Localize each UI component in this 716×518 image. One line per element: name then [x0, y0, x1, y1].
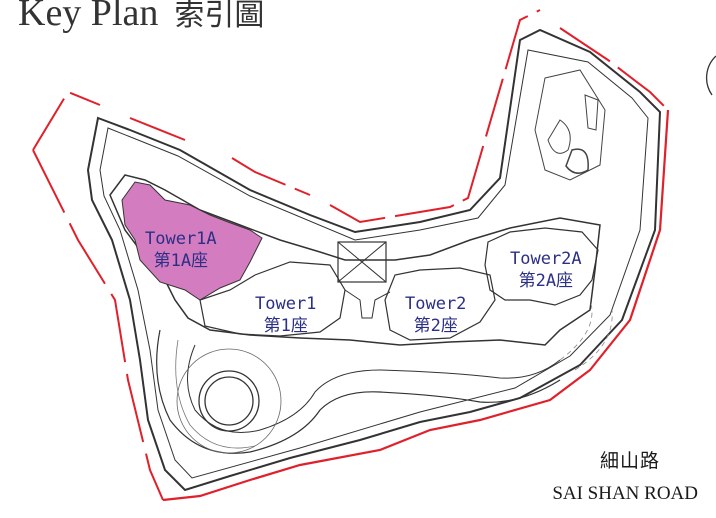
roundabout-outer — [198, 370, 260, 432]
tower-1a-label: Tower1A 第1A座 — [145, 228, 217, 272]
roundabout-ring — [176, 348, 282, 454]
roundabout-inner — [204, 376, 254, 426]
title-zh: 索引圖 — [174, 0, 265, 33]
site-boundary-dashed-left — [32, 149, 164, 501]
north-arrow-partial — [705, 55, 716, 96]
tower-2-name: Tower2 — [405, 294, 467, 314]
tower-1a-footprint — [121, 181, 263, 301]
tower-1-label: Tower1 第1座 — [255, 293, 316, 337]
tower-1a-name: Tower1A — [145, 229, 217, 249]
tower-1-name-zh: 第1座 — [263, 316, 308, 336]
tower-2-footprint — [384, 267, 496, 341]
site-inner-outline — [99, 49, 649, 479]
tower-2a-name: Tower2A — [510, 249, 582, 269]
landscape-rock — [565, 148, 589, 174]
tower-1a-name-zh: 第1A座 — [153, 251, 209, 271]
tower-2-name-zh: 第2座 — [413, 316, 458, 336]
site-boundary-dashed — [32, 9, 669, 224]
landscape-area — [534, 69, 606, 181]
tower-2a-label: Tower2A 第2A座 — [510, 248, 582, 292]
building-podium — [109, 174, 601, 346]
page-title: Key Plan 索引圖 — [18, 0, 264, 35]
lift-core — [337, 241, 387, 283]
title-en: Key Plan — [18, 0, 159, 34]
tower-2a-footprint — [484, 227, 599, 306]
tower-2-label: Tower2 第2座 — [405, 293, 466, 337]
driveway-inner — [187, 344, 561, 433]
driveway — [156, 329, 561, 454]
tower-1-footprint — [199, 261, 346, 337]
driveway-edge — [175, 339, 256, 449]
tower-2a-name-zh: 第2A座 — [518, 271, 574, 291]
road-name-zh: 細山路 — [599, 450, 660, 472]
lift-core-cross — [337, 241, 387, 283]
footpath — [559, 299, 613, 371]
central-connector — [344, 289, 391, 319]
site-boundary-solid — [162, 109, 670, 502]
tower-1-name: Tower1 — [255, 294, 317, 314]
road-name-en: SAI SHAN ROAD — [552, 483, 698, 504]
site-outline — [86, 28, 662, 492]
